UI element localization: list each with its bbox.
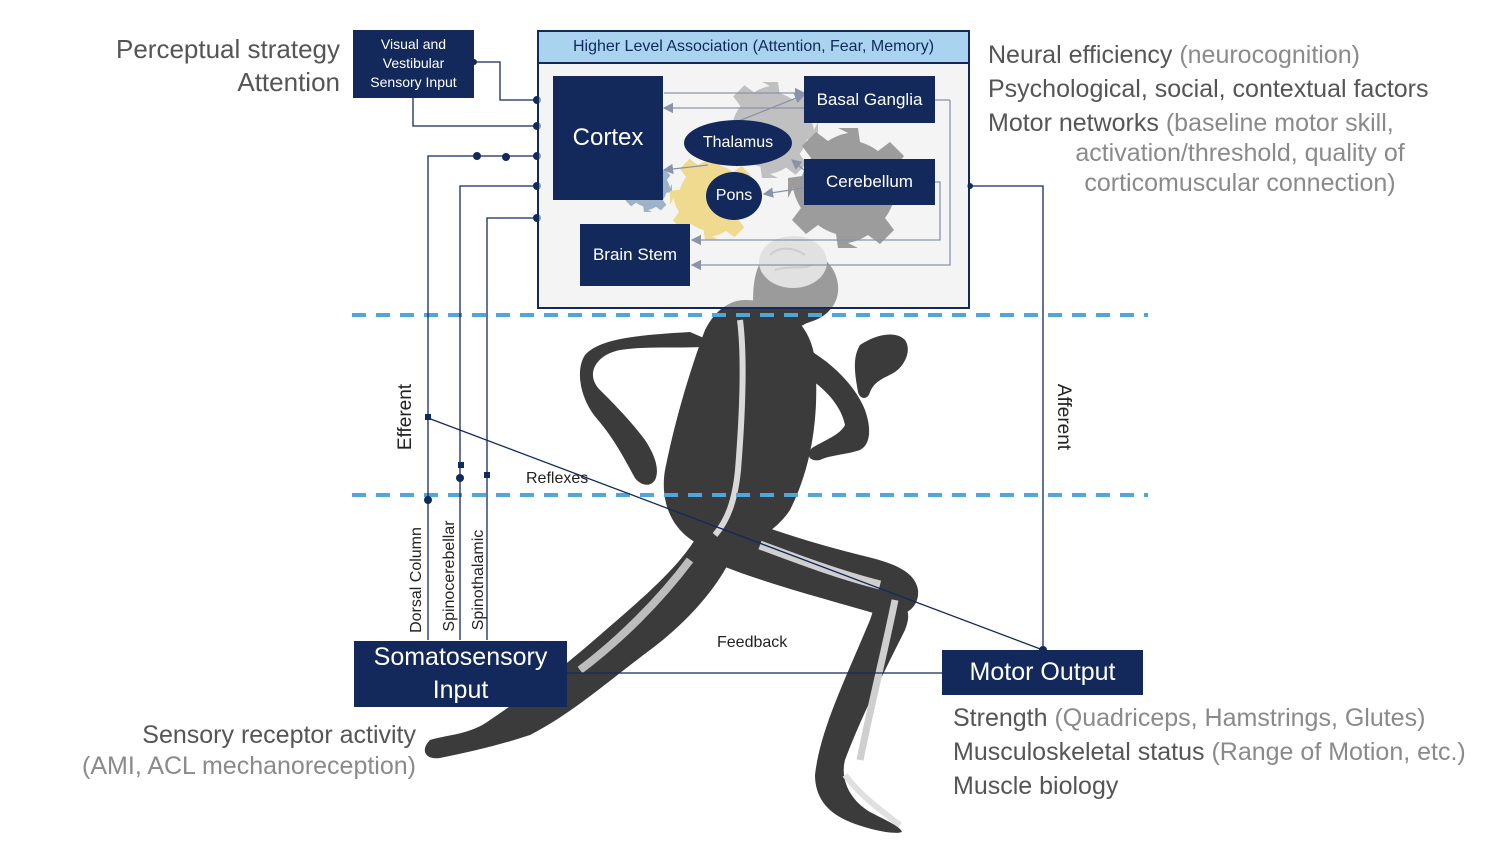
motor-output-details: Strength (Quadriceps, Hamstrings, Glutes… xyxy=(953,701,1493,803)
visual-line2: Vestibular xyxy=(382,55,445,71)
reflexes-label: Reflexes xyxy=(526,470,589,487)
somatosensory-line2: Input xyxy=(432,676,489,704)
motor-networks-bold: Motor networks xyxy=(988,109,1159,137)
perceptual-strategy-text: Perceptual strategy Attention xyxy=(60,33,340,99)
motor-networks-light2: activation/threshold, quality of xyxy=(1075,139,1405,167)
neural-efficiency-bold: Neural efficiency xyxy=(988,41,1173,69)
motor-output-label: Motor Output xyxy=(969,658,1116,686)
perceptual-strategy-line: Perceptual strategy xyxy=(115,34,340,64)
pons-label: Pons xyxy=(715,187,753,204)
somatosensory-input-box: Somatosensory Input xyxy=(354,641,567,707)
higher-level-association-header: Higher Level Association (Attention, Fea… xyxy=(537,30,970,64)
cerebellum-box: Cerebellum xyxy=(804,159,935,205)
basal-ganglia-label: Basal Ganglia xyxy=(816,89,923,109)
cerebellum-label: Cerebellum xyxy=(826,172,913,191)
neural-efficiency-light: (neurocognition) xyxy=(1179,41,1360,69)
motor-networks-continued: activation/threshold, quality of cortico… xyxy=(1040,138,1440,198)
afferent-label: Afferent xyxy=(1053,383,1074,451)
cortex-label: Cortex xyxy=(572,124,644,151)
muscle-biology-text: Muscle biology xyxy=(953,772,1119,800)
strength-light: (Quadriceps, Hamstrings, Glutes) xyxy=(1054,704,1426,732)
sensory-receptor-bold: Sensory receptor activity xyxy=(142,721,416,749)
neural-efficiency-text: Neural efficiency (neurocognition) Psych… xyxy=(988,38,1498,140)
efferent-label: Efferent xyxy=(395,383,416,451)
pons-circle: Pons xyxy=(706,172,762,220)
cortex-box: Cortex xyxy=(553,76,663,200)
motor-networks-light1: (baseline motor skill, xyxy=(1165,109,1394,137)
brain-stem-box: Brain Stem xyxy=(580,224,690,286)
visual-vestibular-box: Visual and Vestibular Sensory Input xyxy=(353,30,474,98)
motor-networks-light3: corticomuscular connection) xyxy=(1084,169,1396,197)
dorsal-column-label: Dorsal Column xyxy=(408,527,425,633)
runner-silhouette xyxy=(424,236,919,833)
msk-status-bold: Musculoskeletal status xyxy=(953,738,1205,766)
strength-bold: Strength xyxy=(953,704,1048,732)
sensory-receptor-light: (AMI, ACL mechanoreception) xyxy=(82,752,416,780)
motor-output-box: Motor Output xyxy=(942,650,1143,695)
spinocerebellar-label: Spinocerebellar xyxy=(441,520,458,632)
thalamus-label: Thalamus xyxy=(702,134,774,151)
visual-line1: Visual and xyxy=(380,36,447,52)
spinothalamic-label: Spinothalamic xyxy=(470,529,487,631)
msk-status-light: (Range of Motion, etc.) xyxy=(1211,738,1466,766)
visual-line3: Sensory Input xyxy=(370,74,457,90)
sensory-receptor-text: Sensory receptor activity (AMI, ACL mech… xyxy=(40,720,416,782)
somatosensory-line1: Somatosensory xyxy=(373,643,548,671)
higher-level-association-text: Higher Level Association (Attention, Fea… xyxy=(572,38,935,55)
brain-stem-label: Brain Stem xyxy=(592,245,678,264)
attention-line: Attention xyxy=(237,67,340,97)
psych-factors-text: Psychological, social, contextual factor… xyxy=(988,75,1429,103)
thalamus-ellipse: Thalamus xyxy=(684,120,792,166)
basal-ganglia-box: Basal Ganglia xyxy=(804,76,935,123)
feedback-label: Feedback xyxy=(717,634,788,651)
